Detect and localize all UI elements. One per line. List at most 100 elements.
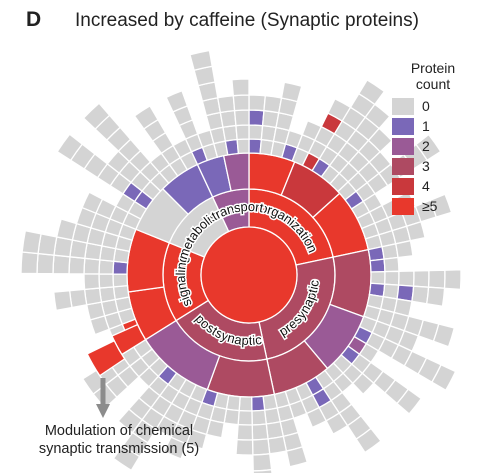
legend-label: 2 bbox=[422, 138, 430, 154]
leaf-segment bbox=[251, 438, 271, 456]
legend-item: 0 bbox=[392, 96, 474, 116]
leaf-segment bbox=[236, 423, 254, 441]
leaf-segment bbox=[233, 109, 250, 127]
leaf-segment bbox=[133, 105, 159, 130]
legend-label: 4 bbox=[422, 178, 430, 194]
leaf-segment bbox=[21, 229, 42, 255]
leaf-segment bbox=[231, 78, 250, 97]
leaf-segment bbox=[235, 124, 250, 141]
leaf-segment bbox=[267, 435, 288, 455]
leaf-segment bbox=[219, 109, 237, 129]
leaf-segment bbox=[81, 191, 104, 215]
leaf-segment bbox=[53, 289, 73, 312]
leaf-segment bbox=[251, 423, 269, 441]
legend-item: 4 bbox=[392, 176, 474, 196]
callout-line-2: synaptic transmission (5) bbox=[38, 441, 200, 457]
leaf-segment bbox=[397, 270, 415, 287]
leaf-segment bbox=[55, 218, 78, 241]
leaf-segment bbox=[68, 288, 88, 309]
leaf-segment bbox=[52, 254, 71, 275]
legend-swatch bbox=[392, 177, 414, 195]
leaf-segment bbox=[431, 363, 457, 392]
leaf-segment bbox=[412, 269, 430, 288]
legend-label: 3 bbox=[422, 158, 430, 174]
leaf-segment bbox=[98, 259, 115, 275]
leaf-segment bbox=[415, 133, 442, 162]
leaf-segment bbox=[280, 81, 303, 103]
leaf-segment bbox=[56, 133, 84, 162]
legend-title: Protein count bbox=[410, 60, 456, 92]
leaf-segment bbox=[237, 409, 253, 426]
legend-swatch bbox=[392, 197, 414, 215]
legend-item: 2 bbox=[392, 136, 474, 156]
leaf-segment bbox=[165, 89, 189, 113]
leaf-segment bbox=[429, 193, 453, 218]
leaf-segment bbox=[236, 138, 250, 155]
leaf-segment bbox=[367, 245, 385, 262]
leaf-segment bbox=[222, 124, 238, 142]
leaf-segment bbox=[248, 109, 265, 127]
leaf-segment bbox=[443, 269, 462, 291]
legend-label: 1 bbox=[422, 118, 430, 134]
legend-item: ≥5 bbox=[392, 196, 474, 216]
leaf-segment bbox=[383, 256, 400, 273]
leaf-segment bbox=[251, 409, 268, 426]
legend: Protein count 0 1 2 3 4 ≥5 bbox=[392, 60, 474, 216]
leaf-segment bbox=[224, 138, 240, 156]
leaf-segment bbox=[248, 138, 263, 155]
leaf-segment bbox=[216, 94, 236, 114]
leaf-segment bbox=[117, 408, 143, 434]
leaf-segment bbox=[250, 395, 266, 412]
leaf-segment bbox=[432, 323, 456, 348]
leaf-segment bbox=[235, 438, 254, 456]
leaf-segment bbox=[112, 273, 129, 288]
leaf-segment bbox=[262, 393, 279, 411]
leaf-segment bbox=[83, 257, 101, 275]
leaf-segment bbox=[427, 269, 446, 289]
legend-swatch bbox=[392, 157, 414, 175]
leaf-segment bbox=[252, 453, 273, 472]
leaf-segment bbox=[112, 444, 141, 472]
callout-path-segment bbox=[86, 339, 126, 377]
leaf-segment bbox=[394, 239, 414, 259]
leaf-segment bbox=[82, 102, 111, 130]
leaf-segment bbox=[238, 395, 253, 412]
leaf-segment bbox=[248, 124, 264, 141]
callout-line-1: Modulation of chemical bbox=[44, 423, 194, 439]
leaf-segment bbox=[112, 284, 130, 301]
legend-swatch bbox=[392, 97, 414, 115]
chart-title: Increased by caffeine (Synaptic proteins… bbox=[75, 10, 419, 31]
legend-label: ≥5 bbox=[422, 198, 438, 214]
leaf-segment bbox=[232, 94, 250, 112]
leaf-segment bbox=[68, 256, 86, 275]
leaf-segment bbox=[383, 270, 400, 286]
legend-item: 3 bbox=[392, 156, 474, 176]
leaf-segment bbox=[285, 446, 309, 468]
leaf-segment bbox=[112, 260, 129, 275]
callout-label: Modulation of chemical synaptic transmis… bbox=[14, 422, 224, 458]
leaf-segment bbox=[20, 251, 39, 275]
legend-swatch bbox=[392, 117, 414, 135]
leaf-segment bbox=[425, 286, 446, 308]
leaf-segment bbox=[252, 468, 273, 473]
leaf-segment bbox=[36, 252, 55, 275]
leaf-segment bbox=[83, 273, 101, 291]
leaf-segment bbox=[369, 258, 386, 273]
leaf-segment bbox=[83, 287, 103, 306]
legend-swatch bbox=[392, 137, 414, 155]
callout-arrow-shaft bbox=[100, 378, 106, 406]
panel-letter: D bbox=[26, 8, 42, 31]
leaf-segment bbox=[189, 49, 213, 72]
leaf-segment bbox=[98, 273, 115, 289]
leaf-segment bbox=[248, 94, 267, 112]
leaf-segment bbox=[98, 286, 116, 303]
leaf-segment bbox=[370, 270, 386, 285]
callout-arrow-head bbox=[96, 404, 110, 418]
legend-item: 1 bbox=[392, 116, 474, 136]
root-segment bbox=[200, 226, 298, 324]
leaf-segment bbox=[396, 388, 423, 415]
legend-label: 0 bbox=[422, 98, 430, 114]
leaf-segment bbox=[355, 427, 382, 454]
leaf-segment bbox=[411, 285, 430, 305]
